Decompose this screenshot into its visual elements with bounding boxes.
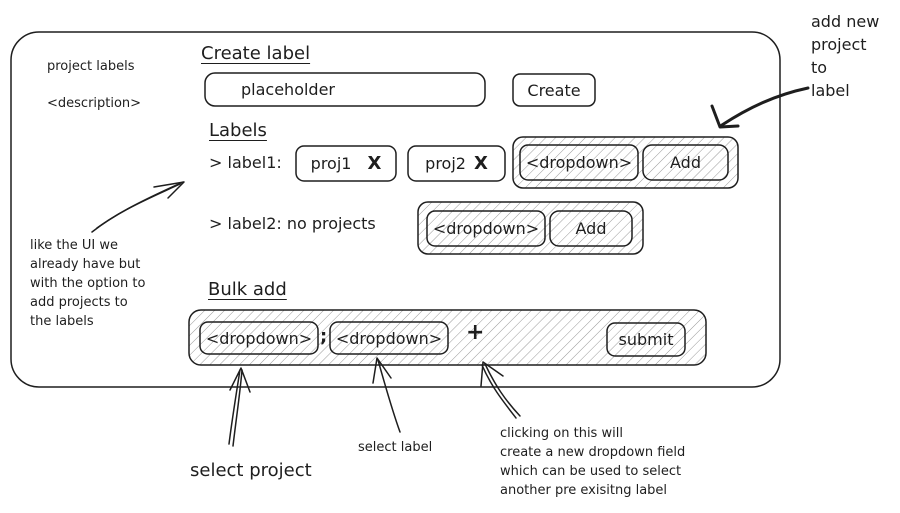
arrow-plus-head (480, 361, 504, 387)
arrow-add-new-project-head (710, 104, 740, 129)
arrow-select-label (377, 359, 401, 433)
arrow-select-project (228, 369, 241, 445)
label1-dropdown[interactable]: <dropdown> (525, 153, 633, 172)
arrow-add-new-project (720, 86, 810, 127)
arrow-select-label-head (372, 357, 392, 384)
sidebar-description: <description> (47, 96, 142, 111)
annotation-add-new-project-line: to (811, 58, 828, 77)
bulk-add-heading: Bulk add (208, 279, 287, 300)
annotation-like-ui-line: the labels (30, 314, 94, 329)
create-label-heading: Create label (201, 43, 311, 64)
annotation-clicking-line: create a new dropdown field (500, 445, 686, 460)
annotation-clicking-line: which can be used to select (500, 464, 682, 479)
create-button-box (512, 73, 596, 107)
annotation-like-ui: like the UI we already have but with the… (30, 236, 145, 331)
label2-dropdown[interactable]: <dropdown> (432, 219, 540, 238)
chip-proj1: proj1 X (296, 146, 396, 181)
bulk-project-dropdown[interactable]: <dropdown> (205, 328, 313, 348)
arrow-select-project-head (229, 367, 251, 393)
annotation-clicking-line: another pre exisitng label (500, 483, 668, 498)
bulk-label-dropdown-box (329, 321, 449, 355)
label2-add-box (549, 210, 633, 247)
chip-proj2-remove-icon[interactable]: X (473, 153, 488, 174)
annotation-like-ui-line: already have but (30, 257, 141, 272)
annotation-add-new-project-line: add new (811, 12, 880, 31)
chip-proj1-remove-icon[interactable]: X (367, 153, 382, 174)
arrow-select-project-2 (232, 369, 243, 447)
label2-dropdown-box (426, 210, 546, 247)
annotation-clicking-line: clicking on this will (500, 426, 623, 441)
submit-button[interactable]: submit (618, 330, 674, 349)
label1-add-box (642, 144, 729, 181)
label1-dropdown-box (519, 144, 639, 181)
chip-proj2-box (407, 145, 506, 182)
annotation-like-ui-line: like the UI we (30, 238, 118, 253)
arrow-like-ui-head (153, 181, 185, 199)
label1-add-button[interactable]: Add (670, 153, 701, 172)
bulk-project-dropdown-box (199, 321, 319, 355)
bulk-separator: ; (320, 326, 328, 347)
annotation-like-ui-line: with the option to (30, 276, 146, 291)
label-name-input[interactable]: placeholder (205, 73, 485, 106)
labels-heading: Labels (209, 120, 267, 141)
create-button[interactable]: Create (527, 80, 581, 100)
annotation-like-ui-line: add projects to (30, 295, 128, 310)
annotation-select-label: select label (358, 440, 433, 455)
annotation-add-new-project-line: project (811, 35, 867, 54)
add-dropdown-plus-icon[interactable]: + (466, 320, 485, 345)
chip-proj1-box (295, 145, 397, 182)
label-name-placeholder: placeholder (241, 80, 335, 99)
submit-button-box (606, 322, 686, 357)
window-frame (10, 31, 781, 388)
arrow-plus (484, 363, 521, 417)
label2-text: > label2: no projects (209, 214, 376, 233)
label2-add-group (417, 201, 644, 255)
sidebar-title: project labels (47, 59, 135, 74)
chip-proj1-name: proj1 (310, 154, 352, 173)
arrow-like-ui (91, 183, 181, 233)
label1-text: > label1: (209, 153, 282, 172)
arrow-like-ui-2 (96, 181, 184, 229)
label2-add-button[interactable]: Add (575, 219, 607, 238)
arrow-plus-2 (481, 364, 517, 419)
annotation-select-project: select project (190, 460, 312, 481)
label-input-box (204, 72, 486, 107)
chip-proj2: proj2 X (408, 146, 505, 181)
annotation-add-new-project-line: label (811, 81, 850, 100)
label1-add-group (512, 136, 739, 189)
bulk-label-dropdown[interactable]: <dropdown> (335, 328, 443, 348)
annotation-clicking: clicking on this will create a new dropd… (500, 424, 685, 500)
annotation-add-new-project: add new project to label (811, 12, 879, 100)
chip-proj2-name: proj2 (425, 154, 466, 173)
